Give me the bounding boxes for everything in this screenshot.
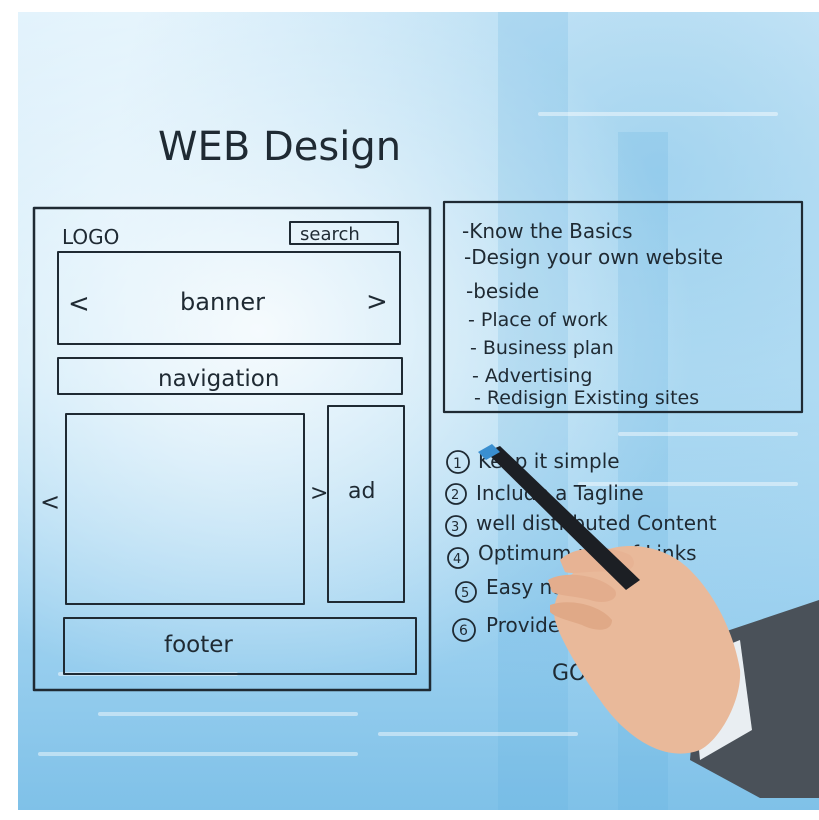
light-streak [538,112,778,116]
tip-number: 6 [459,623,468,639]
hand-with-marker [478,444,819,798]
tip-number: 3 [451,520,459,535]
logo-text: LOGO [62,225,119,249]
tip-number: 2 [451,488,459,503]
tip-number-circle [455,581,477,603]
tip-number: 4 [453,552,461,567]
tip-text: well distributed Content [476,511,717,535]
ad-text: ad [348,479,375,504]
basics-item: -Design your own website [464,245,723,269]
tip-number-circle [445,483,467,505]
finger [550,602,612,630]
content-next-arrow: > [310,481,328,506]
basics-list: -Know the Basics -Design your own websit… [462,219,723,409]
basics-item: - Redisign Existing sites [474,387,699,409]
tip-number: 1 [453,456,462,472]
banner-next-arrow: > [366,287,388,317]
tip-number-circle [446,450,470,474]
basics-list-box [442,200,804,414]
footer-text: footer [164,632,233,658]
tip-number: 5 [461,586,469,601]
basics-item: - Advertising [472,365,592,387]
search-text: search [300,224,360,245]
tip-number-circle [445,515,467,537]
tip-number-circle [452,618,476,642]
search-box [289,221,399,245]
ad-box [327,405,405,603]
marker-tip [478,444,500,460]
light-streak [618,432,798,436]
navigation-box [57,357,403,395]
banner-text: banner [180,288,265,316]
footer-box [63,617,417,675]
light-streak [578,482,798,486]
basics-item: -Know the Basics [462,219,633,243]
wireframe-outer-box [32,206,432,692]
basics-item: - Place of work [468,309,608,331]
basics-item: -beside [466,279,539,303]
tip-text: Include a Tagline [476,481,644,505]
light-streak [378,732,578,736]
banner-prev-arrow: < [68,289,90,319]
light-streak [38,752,358,756]
content-box [65,413,305,605]
light-streak [98,712,358,716]
banner-box [57,251,401,345]
finger [548,574,616,602]
navigation-text: navigation [158,366,279,392]
tip-number-circle [447,547,469,569]
basics-item: - Business plan [470,337,614,359]
content-prev-arrow: < [40,488,60,516]
title-text: WEB Design [158,124,401,170]
marker-body [486,446,640,590]
